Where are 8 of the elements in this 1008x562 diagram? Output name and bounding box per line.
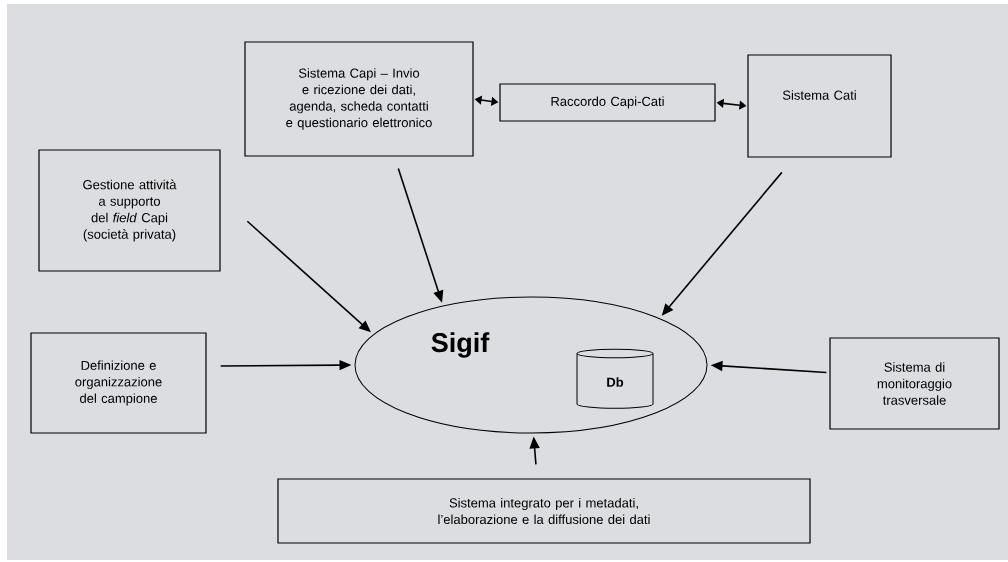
process-box: Sistema Capi – Invio e ricezione dei dati, agenda, scheda contatti e questionario elettronico <box>244 41 474 157</box>
process-box: Gestione attività a supporto del field Capi (società privata) <box>38 149 221 272</box>
process-box: Definizione e organizzazione del campione <box>30 332 207 434</box>
process-box: Raccordo Capi-Cati <box>499 83 716 122</box>
process-box: Sistema integrato per i metadati, l’elaborazione e la diffusione dei dati <box>277 478 811 544</box>
process-box: Sistema Cati <box>747 54 892 158</box>
process-box: Sistema di monitoraggio trasversale <box>829 337 1000 430</box>
database-cylinder: Db <box>576 348 654 409</box>
